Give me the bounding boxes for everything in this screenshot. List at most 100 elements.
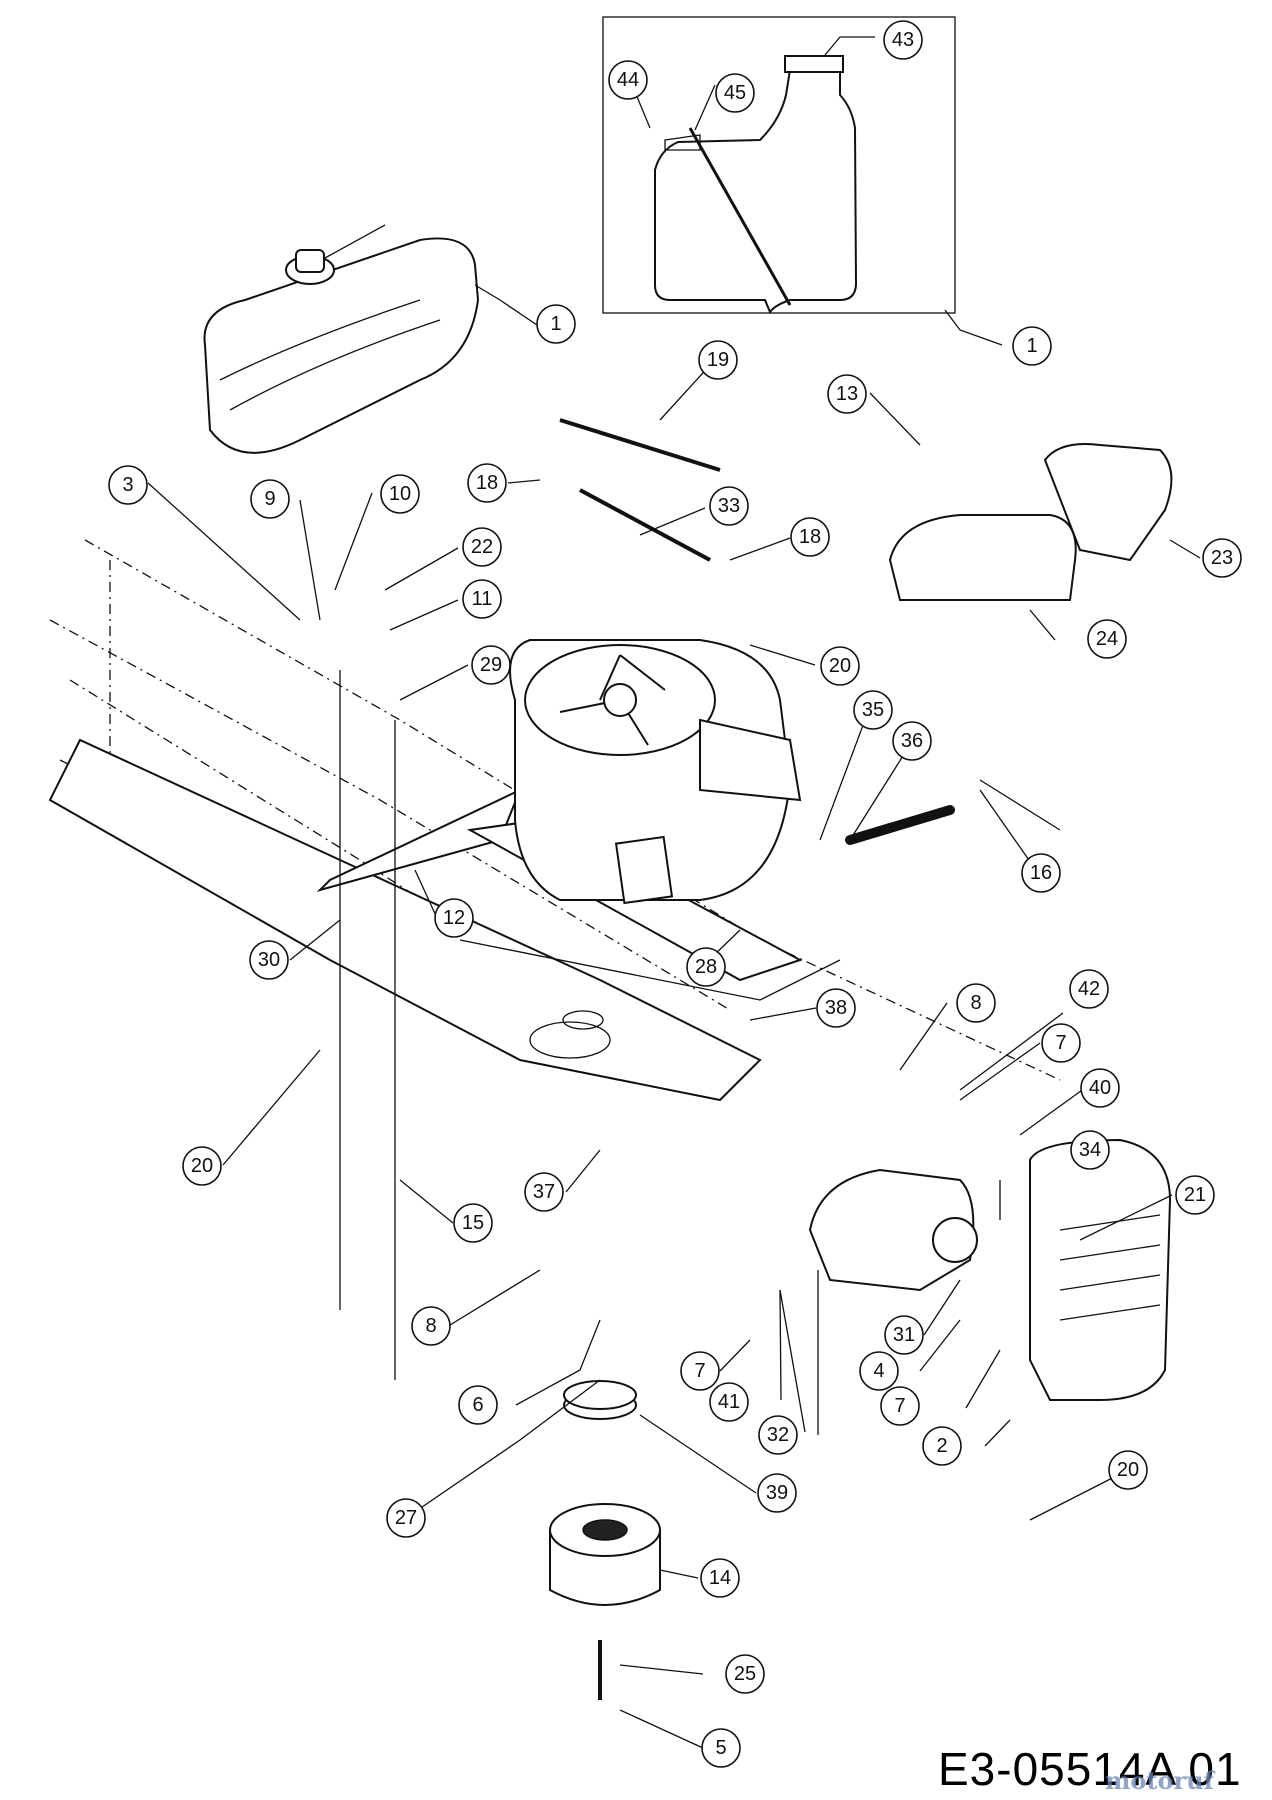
svg-text:38: 38 (825, 997, 847, 1019)
svg-text:7: 7 (894, 1395, 905, 1417)
svg-text:1: 1 (1026, 335, 1037, 357)
callout-38: 38 (816, 988, 856, 1028)
svg-text:16: 16 (1030, 862, 1052, 884)
callout-8-right: 8 (956, 983, 996, 1023)
svg-text:18: 18 (476, 472, 498, 494)
callout-11: 11 (462, 579, 502, 619)
svg-text:24: 24 (1096, 628, 1118, 650)
callout-4: 4 (859, 1351, 899, 1391)
callout-28: 28 (686, 947, 726, 987)
svg-text:27: 27 (395, 1507, 417, 1529)
diagram-reference-code: E3-05514A 01 (938, 1743, 1242, 1795)
svg-text:19: 19 (707, 349, 729, 371)
svg-text:9: 9 (264, 488, 275, 510)
svg-text:20: 20 (1117, 1459, 1139, 1481)
svg-text:4: 4 (873, 1360, 884, 1382)
svg-text:42: 42 (1078, 978, 1100, 1000)
svg-text:10: 10 (389, 483, 411, 505)
callout-41: 41 (709, 1382, 749, 1422)
svg-text:43: 43 (892, 29, 914, 51)
callout-20-top: 20 (820, 646, 860, 686)
callout-15: 15 (453, 1203, 493, 1243)
svg-text:32: 32 (767, 1424, 789, 1446)
svg-text:20: 20 (191, 1155, 213, 1177)
callout-31: 31 (884, 1315, 924, 1355)
svg-text:25: 25 (734, 1663, 756, 1685)
callout-43: 43 (883, 20, 923, 60)
callout-25: 25 (725, 1654, 765, 1694)
svg-text:6: 6 (472, 1394, 483, 1416)
callout-12: 12 (434, 898, 474, 938)
svg-text:28: 28 (695, 956, 717, 978)
svg-text:18: 18 (799, 526, 821, 548)
svg-text:3: 3 (122, 474, 133, 496)
svg-text:39: 39 (766, 1482, 788, 1504)
svg-text:11: 11 (472, 588, 493, 610)
svg-text:2: 2 (936, 1435, 947, 1457)
callout-6: 6 (458, 1385, 498, 1425)
svg-text:14: 14 (709, 1567, 731, 1589)
fuel-tank-inset (602, 16, 956, 315)
svg-text:41: 41 (718, 1391, 740, 1413)
watermark-logo: motoruf (1105, 1766, 1214, 1795)
callout-20-bottom: 20 (1108, 1450, 1148, 1490)
svg-text:45: 45 (724, 82, 746, 104)
callout-9: 9 (250, 479, 290, 519)
callout-13: 13 (827, 374, 867, 414)
svg-text:37: 37 (533, 1181, 555, 1203)
callout-45: 45 (715, 73, 755, 113)
callout-7-bottom: 7 (880, 1386, 920, 1426)
svg-text:5: 5 (715, 1737, 726, 1759)
callout-30: 30 (249, 940, 289, 980)
callout-39: 39 (757, 1473, 797, 1513)
svg-text:13: 13 (836, 383, 858, 405)
callout-7-top: 7 (1041, 1023, 1081, 1063)
svg-text:8: 8 (970, 992, 981, 1014)
svg-text:33: 33 (718, 495, 740, 517)
svg-text:21: 21 (1184, 1184, 1206, 1206)
svg-text:12: 12 (443, 907, 465, 929)
leader-lines (147, 36, 1201, 1749)
callout-8-left: 8 (411, 1306, 451, 1346)
svg-text:20: 20 (829, 655, 851, 677)
callout-10: 10 (380, 474, 420, 514)
callout-37: 37 (524, 1172, 564, 1212)
callout-5: 5 (701, 1728, 741, 1768)
svg-text:44: 44 (617, 69, 639, 91)
callout-19: 19 (698, 340, 738, 380)
muffler-assembly (808, 1138, 1172, 1401)
callout-42: 42 (1069, 969, 1109, 1009)
callout-1-tank: 1 (536, 304, 576, 344)
svg-text:29: 29 (480, 654, 502, 676)
clutch-pulley (549, 1380, 661, 1700)
svg-text:8: 8 (425, 1315, 436, 1337)
callout-1-inset: 1 (1012, 326, 1052, 366)
callout-35: 35 (853, 690, 893, 730)
svg-text:36: 36 (901, 730, 923, 752)
callout-14: 14 (700, 1558, 740, 1598)
callout-20-left: 20 (182, 1146, 222, 1186)
callout-36: 36 (892, 721, 932, 761)
callout-3: 3 (108, 465, 148, 505)
callout-22: 22 (462, 527, 502, 567)
callout-7-mid: 7 (680, 1351, 720, 1391)
callout-24: 24 (1087, 619, 1127, 659)
callout-18-left: 18 (467, 463, 507, 503)
svg-text:7: 7 (1055, 1032, 1066, 1054)
svg-text:34: 34 (1079, 1139, 1101, 1161)
engine (509, 639, 802, 905)
svg-text:1: 1 (550, 313, 561, 335)
callout-27: 27 (386, 1498, 426, 1538)
svg-text:31: 31 (893, 1324, 915, 1346)
svg-text:35: 35 (862, 699, 884, 721)
cables-rods (339, 418, 1061, 1380)
callout-2: 2 (922, 1426, 962, 1466)
callout-34: 34 (1070, 1130, 1110, 1170)
fuel-tank (203, 224, 480, 454)
svg-text:15: 15 (462, 1212, 484, 1234)
air-filter-covers (888, 443, 1173, 601)
callout-44: 44 (608, 60, 648, 100)
callout-40: 40 (1080, 1068, 1120, 1108)
callout-16: 16 (1021, 853, 1061, 893)
svg-text:7: 7 (694, 1360, 705, 1382)
